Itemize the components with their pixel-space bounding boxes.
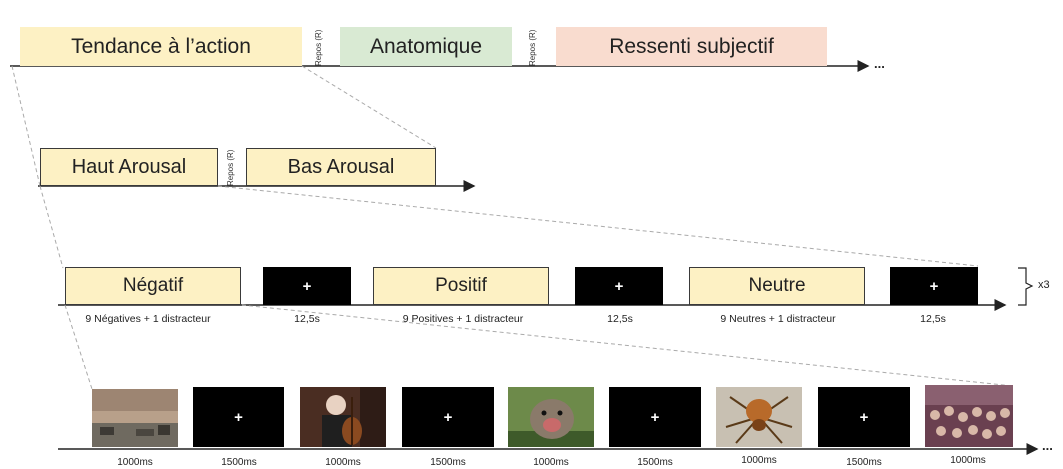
- fixation-block: +: [263, 267, 351, 305]
- block-bas-arousal-label: Bas Arousal: [287, 155, 395, 178]
- zoom-line: [11, 65, 41, 187]
- zoom-line: [39, 185, 64, 269]
- fixation-screen: +: [609, 387, 701, 447]
- rest-label: Repos (R): [314, 29, 323, 66]
- block-haut-arousal: Haut Arousal: [40, 148, 218, 186]
- fixation-duration: 1500ms: [221, 457, 257, 468]
- fixation-duration: 1500ms: [846, 457, 882, 468]
- stimulus-image-cellist: [300, 387, 386, 447]
- fixation-block: +: [575, 267, 663, 305]
- block-anatomique: Anatomique: [340, 27, 512, 66]
- block-negatif: Négatif: [65, 267, 241, 305]
- zoom-line: [301, 65, 437, 149]
- block-neutre: Neutre: [689, 267, 865, 305]
- zoom-line: [64, 304, 93, 390]
- fixation-cross: +: [650, 408, 660, 426]
- block-negatif-label: Négatif: [122, 275, 184, 296]
- level1-ellipsis: ...: [874, 56, 885, 71]
- fixation-cross: +: [234, 408, 243, 426]
- zoom-line: [241, 304, 1014, 387]
- block-haut-arousal-label: Haut Arousal: [71, 155, 187, 178]
- fixation-screen: +: [402, 387, 494, 447]
- block-ressenti: Ressenti subjectif: [556, 27, 827, 66]
- block-bas-arousal: Bas Arousal: [246, 148, 436, 186]
- block-caption: 9 Négatives + 1 distracteur: [85, 313, 211, 325]
- fixation-cross: +: [443, 408, 453, 426]
- zoom-line: [217, 185, 979, 267]
- block-anatomique-label: Anatomique: [369, 34, 483, 58]
- fixation-duration: 12,5s: [920, 313, 946, 325]
- block-tendance: Tendance à l’action: [20, 27, 302, 66]
- fixation-screen: +: [193, 387, 284, 447]
- fixation-cross: +: [302, 277, 312, 295]
- block-tendance-label: Tendance à l’action: [71, 34, 251, 58]
- fixation-duration: 12,5s: [294, 313, 320, 325]
- rest-label: Repos (R): [528, 29, 537, 66]
- fixation-cross: +: [614, 277, 624, 295]
- level4-ellipsis: ...: [1042, 438, 1053, 453]
- fixation-duration: 1500ms: [637, 457, 673, 468]
- block-positif: Positif: [373, 267, 549, 305]
- rest-label: Repos (R): [226, 149, 235, 186]
- block-caption: 9 Positives + 1 distracteur: [402, 313, 524, 325]
- block-caption: 9 Neutres + 1 distracteur: [720, 313, 836, 325]
- image-duration: 1000ms: [533, 457, 569, 468]
- fixation-cross: +: [929, 277, 939, 295]
- block-positif-label: Positif: [435, 275, 487, 296]
- fixation-duration: 1500ms: [430, 457, 466, 468]
- stimulus-image-dust-storm: [92, 389, 178, 447]
- fixation-duration: 12,5s: [607, 313, 633, 325]
- block-neutre-label: Neutre: [748, 275, 806, 296]
- fixation-cross: +: [859, 408, 869, 426]
- fixation-block: +: [890, 267, 978, 305]
- repeat-label: x3: [1038, 279, 1050, 291]
- stimulus-image-crowd: [925, 385, 1013, 447]
- image-duration: 1000ms: [325, 457, 361, 468]
- stimulus-image-spider: [716, 387, 802, 447]
- repeat-bracket: [1018, 267, 1034, 306]
- stimulus-image-animal: [508, 387, 594, 447]
- image-duration: 1000ms: [117, 457, 153, 468]
- block-ressenti-label: Ressenti subjectif: [609, 34, 774, 58]
- image-duration: 1000ms: [741, 455, 777, 466]
- image-duration: 1000ms: [950, 455, 986, 466]
- fixation-screen: +: [818, 387, 910, 447]
